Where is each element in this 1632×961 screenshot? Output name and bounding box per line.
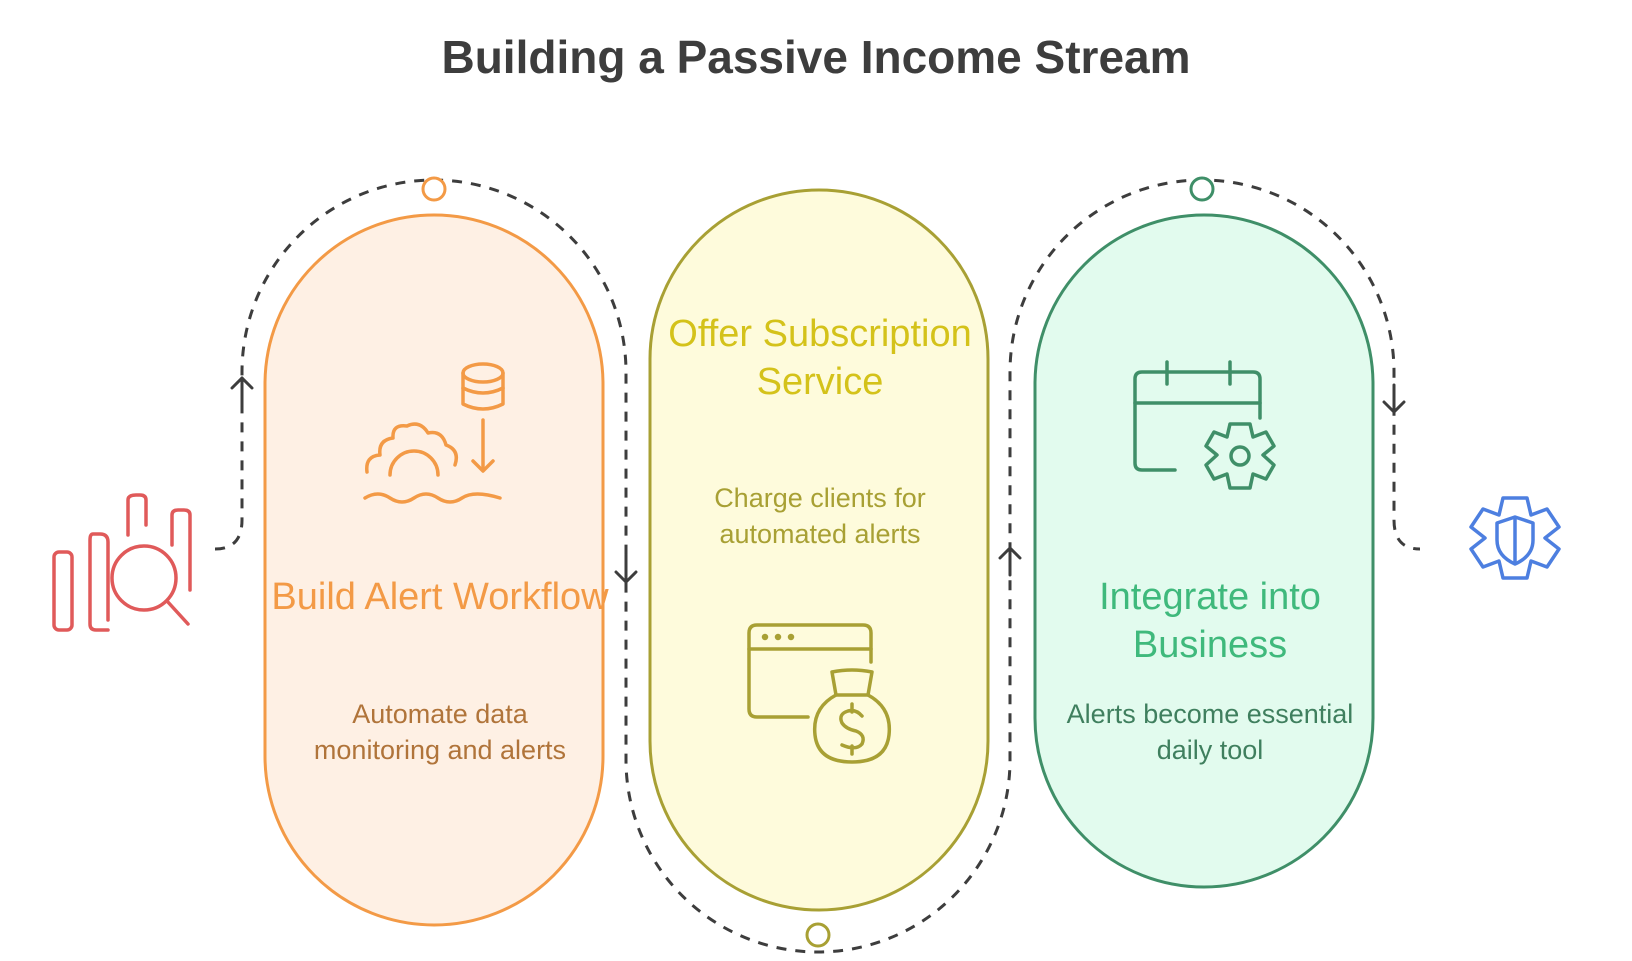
connector-node-2: [805, 922, 831, 948]
step-3-pill: [1033, 213, 1375, 889]
browser-money-bag-icon: [747, 623, 892, 764]
step-2-description: Charge clients for automated alerts: [714, 483, 926, 549]
step-1-description: Automate data monitoring and alerts: [313, 699, 567, 765]
arrow-down-icon: [614, 553, 638, 584]
step-2-title: Offer Subscription Service: [668, 313, 972, 403]
step-3-title: Integrate into Business: [1099, 576, 1321, 666]
arrow-down-icon: [1382, 383, 1406, 414]
diagram-title: Building a Passive Income Stream: [441, 31, 1191, 83]
step-2-pill: [648, 188, 990, 912]
gear-shield-icon: [1469, 496, 1561, 580]
step-3-description: Alerts become essential daily tool: [1066, 699, 1354, 765]
arrow-up-icon: [230, 376, 254, 407]
data-workflow-icon: [363, 362, 505, 504]
step-1-pill: [263, 213, 605, 927]
connector-node-3: [1189, 176, 1215, 202]
arrow-up-icon: [998, 546, 1022, 577]
connector-node-1: [421, 176, 447, 202]
connector-path: [214, 178, 1421, 954]
calendar-gear-icon: [1133, 360, 1276, 490]
step-1-title: Build Alert Workflow: [271, 576, 609, 618]
bar-chart-search-icon: [52, 493, 192, 632]
